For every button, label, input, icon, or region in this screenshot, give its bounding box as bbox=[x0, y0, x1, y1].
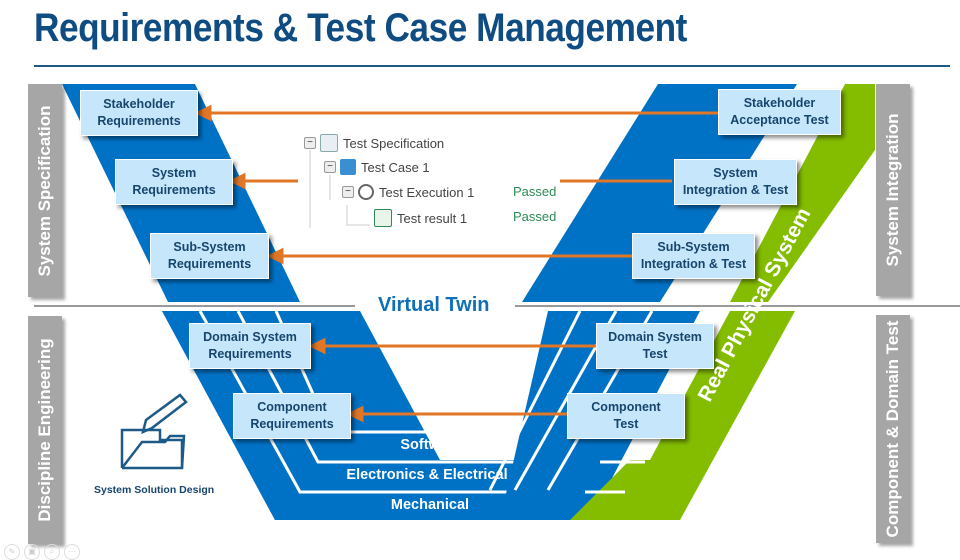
status-passed-result: Passed bbox=[513, 209, 557, 224]
right-divider-1 bbox=[488, 310, 582, 491]
collapse-icon[interactable]: − bbox=[324, 161, 336, 173]
virtual-twin-label: Virtual Twin bbox=[378, 294, 490, 316]
box-subsystem-integration-test[interactable]: Sub-System Integration & Test bbox=[632, 233, 755, 279]
side-label-component-domain-test: Component & Domain Test bbox=[876, 315, 910, 543]
system-solution-design-label: System Solution Design bbox=[94, 484, 215, 496]
tree-lines bbox=[309, 150, 370, 228]
title-divider bbox=[34, 65, 950, 67]
test-result-icon bbox=[374, 209, 392, 227]
tree-item-test-specification[interactable]: − Test Specification bbox=[304, 134, 444, 152]
band-divider-1 bbox=[198, 310, 555, 494]
collapse-icon[interactable]: − bbox=[304, 137, 316, 149]
box-stakeholder-requirements[interactable]: Stakeholder Requirements bbox=[80, 90, 198, 136]
integration-upper-right bbox=[522, 84, 797, 302]
box-component-requirements[interactable]: Component Requirements bbox=[233, 393, 351, 439]
collapse-icon[interactable]: − bbox=[342, 186, 354, 198]
gear-play-icon bbox=[358, 184, 374, 200]
test-case-icon bbox=[340, 159, 356, 175]
green-strip-upper bbox=[730, 84, 875, 302]
test-spec-icon bbox=[320, 134, 338, 152]
box-system-integration-test[interactable]: System Integration & Test bbox=[674, 159, 797, 205]
box-system-requirements[interactable]: System Requirements bbox=[115, 159, 233, 205]
side-label-system-integration: System Integration bbox=[876, 84, 910, 296]
tree-item-test-result[interactable]: Test result 1 bbox=[374, 209, 467, 227]
tree-item-test-case[interactable]: − Test Case 1 bbox=[324, 159, 430, 175]
side-label-system-specification: System Specification bbox=[28, 84, 62, 297]
band-label-electronics: Electronics & Electrical bbox=[346, 467, 508, 483]
box-component-test[interactable]: Component Test bbox=[567, 393, 685, 439]
page-title: Requirements & Test Case Management bbox=[34, 6, 687, 50]
folder-pencil-icon bbox=[120, 393, 188, 470]
box-domain-system-requirements[interactable]: Domain System Requirements bbox=[189, 323, 311, 369]
box-subsystem-requirements[interactable]: Sub-System Requirements bbox=[150, 233, 269, 279]
box-stakeholder-acceptance-test[interactable]: Stakeholder Acceptance Test bbox=[718, 89, 841, 135]
band-label-software: Software bbox=[400, 437, 462, 453]
band-label-mechanical: Mechanical bbox=[390, 497, 470, 513]
side-label-discipline-engineering: Discipline Engineering bbox=[28, 316, 62, 544]
box-domain-system-test[interactable]: Domain System Test bbox=[596, 323, 714, 369]
status-passed-execution: Passed bbox=[513, 184, 557, 199]
tree-item-test-execution[interactable]: − Test Execution 1 bbox=[342, 184, 474, 200]
arrows bbox=[194, 104, 718, 423]
